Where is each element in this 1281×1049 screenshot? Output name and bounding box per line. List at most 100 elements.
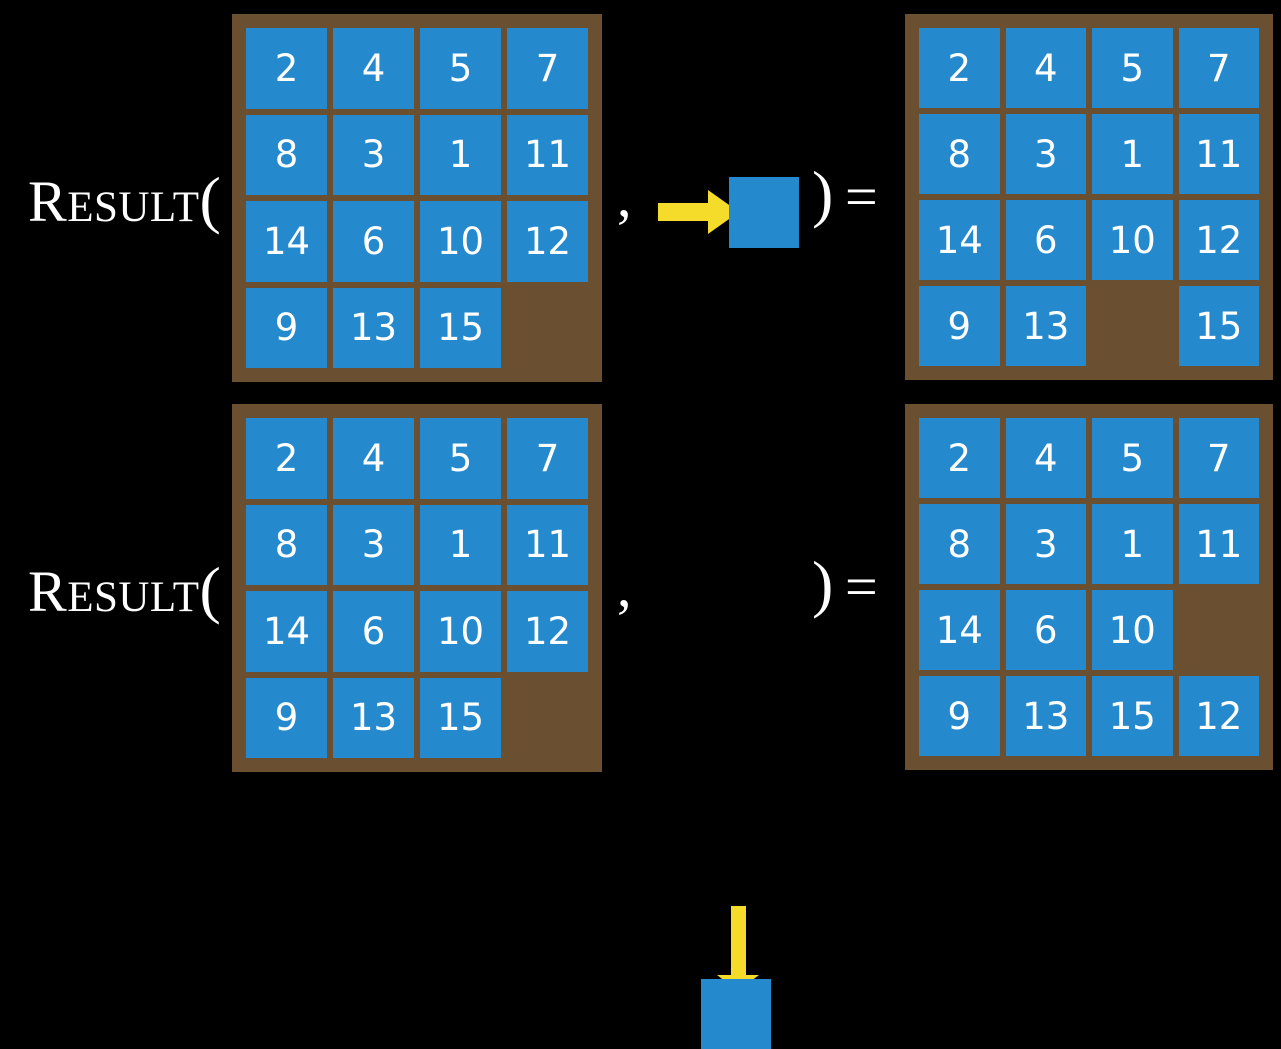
tile-cell[interactable]: 3 — [1005, 504, 1086, 584]
tile-cell[interactable]: 11 — [507, 504, 588, 585]
tile-cell[interactable]: 7 — [1178, 28, 1259, 108]
tile-cell[interactable]: 4 — [1005, 418, 1086, 498]
tile-cell[interactable]: 5 — [420, 418, 501, 499]
tile-cell[interactable]: 8 — [246, 504, 327, 585]
tile-cell[interactable]: 1 — [420, 114, 501, 195]
tile-cell[interactable]: 13 — [1005, 286, 1086, 366]
tile-cell[interactable]: 10 — [1092, 200, 1173, 280]
puzzle-tile: 7 — [507, 418, 588, 499]
tile-cell[interactable]: 2 — [919, 28, 1000, 108]
tile-cell[interactable]: 8 — [246, 114, 327, 195]
puzzle-tile: 11 — [1178, 504, 1259, 584]
tile-cell[interactable]: 15 — [1092, 676, 1173, 756]
tile-cell[interactable]: 13 — [333, 677, 414, 758]
tile-cell[interactable]: 3 — [333, 114, 414, 195]
puzzle-tile: 3 — [333, 504, 414, 585]
tile-cell[interactable]: 10 — [420, 201, 501, 282]
puzzle-tile: 3 — [1005, 504, 1086, 584]
tile-cell[interactable]: 4 — [333, 28, 414, 109]
puzzle-tile: 5 — [1092, 28, 1173, 108]
tile-cell[interactable]: 9 — [919, 286, 1000, 366]
empty-cell[interactable] — [1092, 286, 1173, 366]
move-action-tile-top[interactable] — [729, 177, 799, 248]
puzzle-tile: 2 — [246, 28, 327, 109]
tile-cell[interactable]: 3 — [333, 504, 414, 585]
tile-cell[interactable]: 11 — [1178, 504, 1259, 584]
tile-cell[interactable]: 9 — [246, 287, 327, 368]
tile-cell[interactable]: 10 — [1092, 590, 1173, 670]
tile-cell[interactable]: 15 — [420, 677, 501, 758]
tile-cell[interactable]: 7 — [1178, 418, 1259, 498]
tile-cell[interactable]: 1 — [1092, 114, 1173, 194]
empty-cell[interactable] — [1179, 590, 1260, 670]
tile-cell[interactable]: 13 — [333, 287, 414, 368]
tile-cell[interactable]: 2 — [246, 418, 327, 499]
puzzle-tile: 13 — [1005, 676, 1086, 756]
puzzle-tile: 4 — [1005, 418, 1086, 498]
tile-cell[interactable]: 6 — [1005, 200, 1086, 280]
tile-cell[interactable]: 12 — [507, 201, 588, 282]
puzzle-tile: 8 — [919, 504, 1000, 584]
tile-cell[interactable]: 14 — [919, 200, 1000, 280]
puzzle-tile: 4 — [333, 418, 414, 499]
empty-cell[interactable] — [507, 288, 588, 369]
tile-cell[interactable]: 3 — [1005, 114, 1086, 194]
close-paren-top: ) — [812, 158, 834, 229]
tile-cell[interactable]: 12 — [1178, 200, 1259, 280]
tile-cell[interactable]: 6 — [333, 591, 414, 672]
tile-cell[interactable]: 11 — [507, 114, 588, 195]
close-paren-bottom: ) — [812, 548, 834, 619]
tile-cell[interactable]: 14 — [919, 590, 1000, 670]
tile-cell[interactable]: 6 — [333, 201, 414, 282]
tile-cell[interactable]: 5 — [1092, 28, 1173, 108]
tile-cell[interactable]: 8 — [919, 114, 1000, 194]
result-label-rest-bottom: ESULT — [67, 574, 200, 621]
tile-cell[interactable]: 5 — [420, 28, 501, 109]
tile-cell[interactable]: 12 — [1178, 676, 1259, 756]
puzzle-tile: 4 — [1005, 28, 1086, 108]
puzzle-tile: 15 — [1092, 676, 1173, 756]
tile-cell[interactable]: 7 — [507, 418, 588, 499]
tile-cell[interactable]: 9 — [919, 676, 1000, 756]
argument-separator-comma-top: , — [617, 164, 632, 229]
puzzle-tile: 1 — [420, 504, 501, 585]
puzzle-tile: 3 — [333, 114, 414, 195]
tile-cell[interactable]: 11 — [1178, 114, 1259, 194]
tile-cell[interactable]: 12 — [507, 591, 588, 672]
puzzle-tile: 4 — [333, 28, 414, 109]
puzzle-tile: 6 — [1005, 590, 1086, 670]
puzzle-tile: 9 — [919, 676, 1000, 756]
puzzle-tile: 12 — [1178, 200, 1259, 280]
move-right-arrow-icon — [658, 190, 739, 234]
tile-cell[interactable]: 14 — [246, 591, 327, 672]
puzzle-tile: 13 — [1005, 286, 1086, 366]
puzzle-tile: 14 — [246, 201, 327, 282]
puzzle-tile: 15 — [420, 287, 501, 368]
empty-cell[interactable] — [507, 678, 588, 759]
tile-cell[interactable]: 14 — [246, 201, 327, 282]
tile-cell[interactable]: 2 — [246, 28, 327, 109]
tile-cell[interactable]: 7 — [507, 28, 588, 109]
puzzle-tile: 5 — [420, 418, 501, 499]
equals-sign-bottom: = — [845, 554, 878, 619]
tile-cell[interactable]: 13 — [1005, 676, 1086, 756]
tile-cell[interactable]: 4 — [1005, 28, 1086, 108]
puzzle-tile: 2 — [919, 418, 1000, 498]
tile-cell[interactable]: 8 — [919, 504, 1000, 584]
tile-cell[interactable]: 9 — [246, 677, 327, 758]
result-function-label-top: RESULT( — [28, 168, 221, 232]
tile-cell[interactable]: 2 — [919, 418, 1000, 498]
tile-cell[interactable]: 15 — [1178, 286, 1259, 366]
tile-cell[interactable]: 15 — [420, 287, 501, 368]
result-label-rest-top: ESULT — [67, 184, 200, 231]
move-action-tile-bottom[interactable] — [701, 979, 771, 1049]
puzzle-tile: 3 — [1005, 114, 1086, 194]
tile-cell[interactable]: 4 — [333, 418, 414, 499]
tile-cell[interactable]: 6 — [1005, 590, 1086, 670]
puzzle-tile: 12 — [507, 201, 588, 282]
tile-cell[interactable]: 5 — [1092, 418, 1173, 498]
puzzle-tile: 15 — [420, 677, 501, 758]
tile-cell[interactable]: 10 — [420, 591, 501, 672]
tile-cell[interactable]: 1 — [1092, 504, 1173, 584]
tile-cell[interactable]: 1 — [420, 504, 501, 585]
